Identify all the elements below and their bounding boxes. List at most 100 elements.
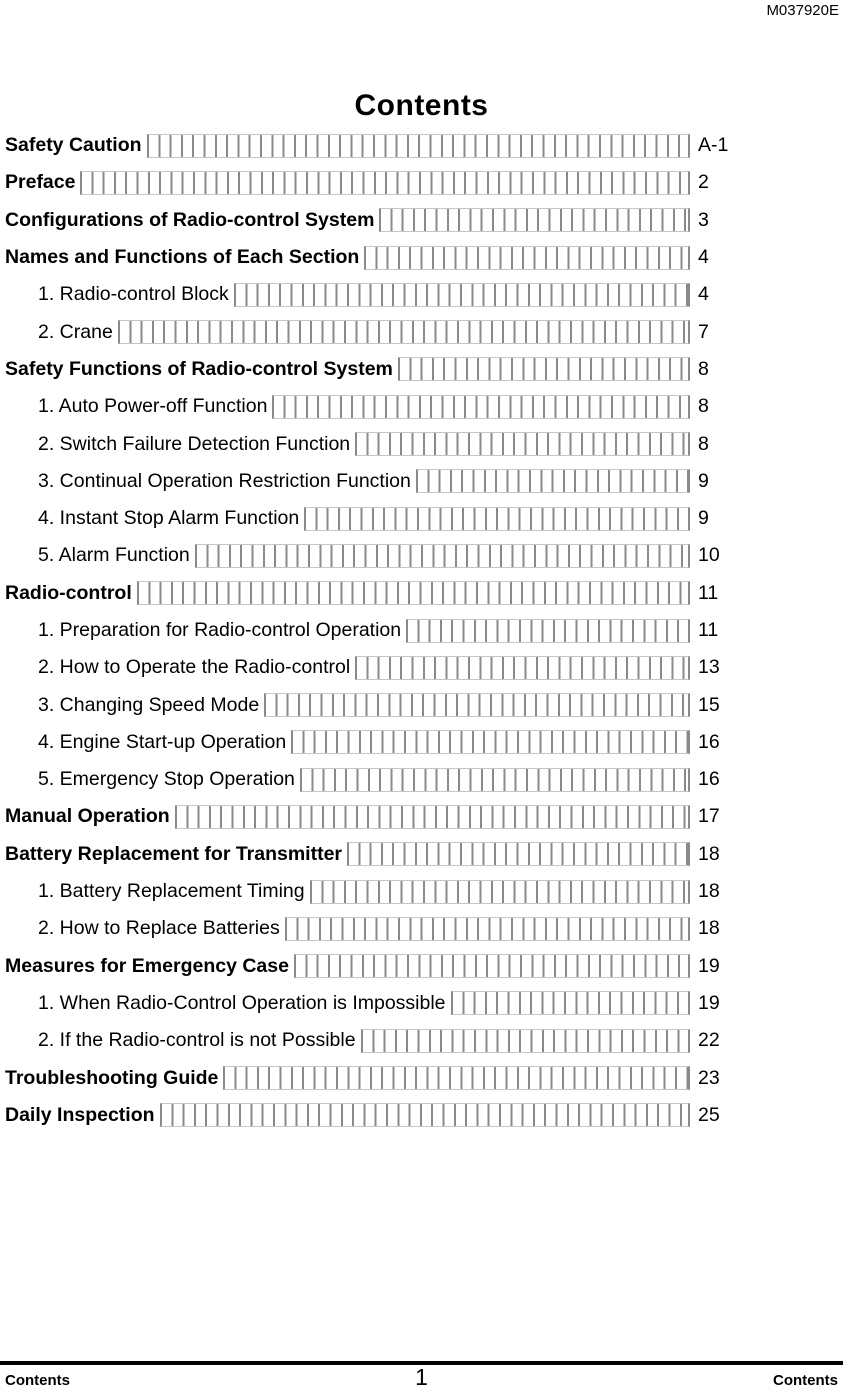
footer-left-label: Contents xyxy=(5,1372,70,1389)
box-leader xyxy=(159,1103,690,1128)
toc-entry-page: 7 xyxy=(698,320,709,343)
toc-entry-page: 11 xyxy=(698,581,719,604)
toc-entry-label: 5. Alarm Function xyxy=(38,544,190,567)
toc-entry-page: 25 xyxy=(698,1103,720,1126)
toc-entry: 2. How to Operate the Radio-control 13 xyxy=(5,649,748,686)
toc-entry-label: Radio-control xyxy=(5,581,132,604)
toc-entry-page: 2 xyxy=(698,171,709,194)
toc-entry: 1. When Radio-Control Operation is Impos… xyxy=(5,985,748,1022)
box-leader xyxy=(146,133,690,158)
toc-entry-label: 4. Instant Stop Alarm Function xyxy=(38,507,300,530)
box-leader xyxy=(293,954,690,979)
toc-entry-page: 9 xyxy=(698,469,709,492)
toc-entry-label: 3. Continual Operation Restriction Funct… xyxy=(38,469,411,492)
toc-entry: 5. Alarm Function 10 xyxy=(5,537,748,574)
box-leader xyxy=(299,767,690,792)
toc-entry-label: 1. Battery Replacement Timing xyxy=(38,880,305,903)
toc-entry: 1. Preparation for Radio-control Operati… xyxy=(5,612,748,649)
box-leader xyxy=(136,581,690,606)
toc-entry: 5. Emergency Stop Operation 16 xyxy=(5,761,748,798)
toc-entry: Safety Functions of Radio-control System… xyxy=(5,351,748,388)
footer-right-label: Contents xyxy=(773,1372,838,1389)
toc-entry-label: 4. Engine Start-up Operation xyxy=(38,730,287,753)
toc-entry-page: 8 xyxy=(698,395,709,418)
box-leader xyxy=(347,842,690,867)
toc-entry: 1. Auto Power-off Function 8 xyxy=(5,388,748,425)
toc-entry-page: A-1 xyxy=(698,134,729,157)
toc-entry-label: Troubleshooting Guide xyxy=(5,1066,219,1089)
toc-entry-page: 4 xyxy=(698,283,709,306)
box-leader xyxy=(223,1066,690,1091)
toc-entry-label: 2. How to Replace Batteries xyxy=(38,917,280,940)
toc-entry-label: Battery Replacement for Transmitter xyxy=(5,842,343,865)
box-leader xyxy=(364,245,690,270)
box-leader xyxy=(450,991,690,1016)
toc-entry-page: 8 xyxy=(698,357,709,380)
toc-entry-page: 13 xyxy=(698,656,720,679)
box-leader xyxy=(194,543,690,568)
toc-entry-page: 19 xyxy=(698,954,720,977)
box-leader xyxy=(174,804,690,829)
toc-entry: 1. Battery Replacement Timing 18 xyxy=(5,873,748,910)
document-code: M037920E xyxy=(766,2,839,19)
box-leader xyxy=(264,693,690,718)
toc-entry-page: 18 xyxy=(698,880,720,903)
toc-entry-page: 19 xyxy=(698,991,720,1014)
footer: Contents 1 Contents xyxy=(0,1364,843,1391)
toc-entry-page: 16 xyxy=(698,730,720,753)
toc-entry: 4. Instant Stop Alarm Function 9 xyxy=(5,500,748,537)
toc-entry: 1. Radio-control Block 4 xyxy=(5,276,748,313)
box-leader xyxy=(80,170,690,195)
box-leader xyxy=(406,618,690,643)
box-leader xyxy=(272,394,690,419)
toc-entry-label: 1. Preparation for Radio-control Operati… xyxy=(38,619,402,641)
toc-entry: Manual Operation 17 xyxy=(5,798,748,835)
box-leader xyxy=(117,320,690,345)
footer-divider xyxy=(0,1361,843,1365)
toc-entry: 2. Crane 7 xyxy=(5,313,748,350)
toc-entry: Troubleshooting Guide 23 xyxy=(5,1059,748,1096)
toc-entry-label: 2. How to Operate the Radio-control xyxy=(38,656,351,679)
toc-entry: 3. Continual Operation Restriction Funct… xyxy=(5,463,748,500)
toc-entry: 2. Switch Failure Detection Function 8 xyxy=(5,425,748,462)
toc-list: Safety Caution A-1 Preface 2 Configurati… xyxy=(5,127,748,1134)
box-leader xyxy=(233,282,690,307)
toc-entry-page: 4 xyxy=(698,246,709,269)
toc-entry-page: 15 xyxy=(698,693,720,716)
toc-entry-page: 16 xyxy=(698,768,720,791)
toc-entry: Configurations of Radio-control System 3 xyxy=(5,202,748,239)
box-leader xyxy=(379,208,690,233)
toc-entry-page: 17 xyxy=(698,805,720,828)
toc-entry: 2. How to Replace Batteries 18 xyxy=(5,910,748,947)
toc-entry-label: 3. Changing Speed Mode xyxy=(38,693,260,716)
toc-entry: Battery Replacement for Transmitter 18 xyxy=(5,836,748,873)
box-leader xyxy=(355,432,690,457)
toc-entry: 2. If the Radio-control is not Possible … xyxy=(5,1022,748,1059)
toc-entry-page: 3 xyxy=(698,208,709,231)
footer-page-number: 1 xyxy=(415,1364,428,1390)
toc-entry-page: 8 xyxy=(698,432,709,455)
box-leader xyxy=(415,469,690,494)
toc-entry-label: 2. Crane xyxy=(38,320,113,343)
toc-entry-label: 5. Emergency Stop Operation xyxy=(38,768,295,791)
toc-entry-label: Safety Functions of Radio-control System xyxy=(5,357,393,380)
toc-entry-label: Daily Inspection xyxy=(5,1103,155,1126)
toc-entry: 4. Engine Start-up Operation 16 xyxy=(5,724,748,761)
toc-entry-label: Safety Caution xyxy=(5,134,142,157)
toc-entry-page: 11 xyxy=(698,619,719,641)
toc-entry-label: Names and Functions of Each Section xyxy=(5,246,360,269)
toc-entry: Names and Functions of Each Section 4 xyxy=(5,239,748,276)
toc-entry-page: 9 xyxy=(698,507,709,530)
toc-entry-label: Measures for Emergency Case xyxy=(5,954,289,977)
box-leader xyxy=(309,879,690,904)
box-leader xyxy=(397,357,690,382)
toc-entry-page: 18 xyxy=(698,842,720,865)
toc-entry-label: 2. If the Radio-control is not Possible xyxy=(38,1029,356,1052)
toc-entry: Radio-control 11 xyxy=(5,575,748,612)
toc-entry-page: 22 xyxy=(698,1029,720,1052)
toc-entry: Measures for Emergency Case 19 xyxy=(5,948,748,985)
box-leader xyxy=(284,916,690,941)
toc-entry-label: 1. Radio-control Block xyxy=(38,283,229,306)
box-leader xyxy=(355,655,690,680)
